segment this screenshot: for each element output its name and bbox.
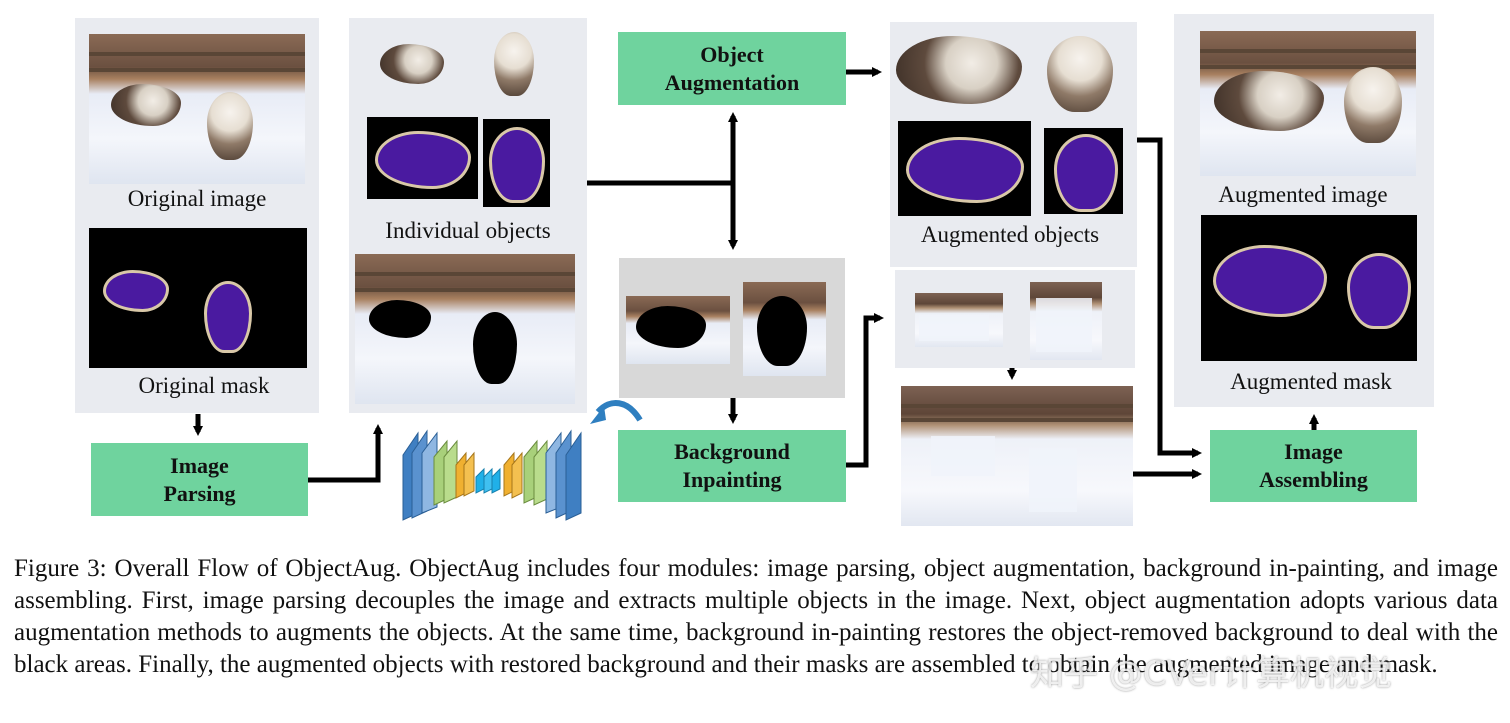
inpainted-crop-1 bbox=[915, 293, 1003, 347]
augmented-object-mask-1 bbox=[898, 121, 1031, 216]
object-augmentation-module: Object Augmentation bbox=[618, 32, 846, 105]
inpainted-crop-2 bbox=[1030, 282, 1102, 360]
augmented-object-mask-2 bbox=[1044, 128, 1123, 214]
augmented-object-dog-1 bbox=[896, 36, 1022, 104]
augmented-objects-label: Augmented objects bbox=[920, 222, 1100, 247]
inpainting-network-icon bbox=[402, 429, 582, 521]
background-with-holes bbox=[355, 254, 575, 404]
object-mask-1 bbox=[367, 117, 478, 199]
inpainted-background bbox=[901, 386, 1133, 526]
individual-objects-label: Individual objects bbox=[385, 218, 551, 243]
flow-arrows bbox=[193, 67, 1319, 483]
original-mask-label: Original mask bbox=[138, 373, 270, 398]
augmented-mask bbox=[1201, 215, 1417, 361]
original-mask bbox=[89, 228, 307, 368]
augmented-object-dog-2 bbox=[1047, 36, 1113, 112]
arrow-parsing-to-objects bbox=[308, 424, 383, 483]
removed-object-crop-2 bbox=[743, 282, 826, 376]
augmented-mask-label: Augmented mask bbox=[1230, 369, 1392, 394]
watermark: 知乎 @CVer计算机视觉 bbox=[1030, 654, 1393, 694]
figure-caption: Figure 3: Overall Flow of ObjectAug. Obj… bbox=[14, 555, 1498, 678]
image-parsing-module: Image Parsing bbox=[91, 443, 308, 516]
object-mask-2 bbox=[483, 119, 550, 207]
background-inpainting-module: Background Inpainting bbox=[618, 430, 846, 502]
augmented-image bbox=[1200, 31, 1416, 176]
arrow-inpainting-to-crops bbox=[846, 313, 884, 468]
original-image-label: Original image bbox=[127, 186, 267, 211]
network-curved-arrow bbox=[595, 400, 643, 422]
removed-object-crop-1 bbox=[626, 296, 730, 364]
object-dog-2 bbox=[494, 32, 534, 96]
augmented-image-label: Augmented image bbox=[1218, 182, 1388, 207]
arrow-objects-to-assembling bbox=[1137, 137, 1202, 458]
original-image bbox=[89, 34, 305, 184]
object-dog-1 bbox=[380, 44, 444, 84]
image-assembling-module: Image Assembling bbox=[1210, 430, 1417, 502]
